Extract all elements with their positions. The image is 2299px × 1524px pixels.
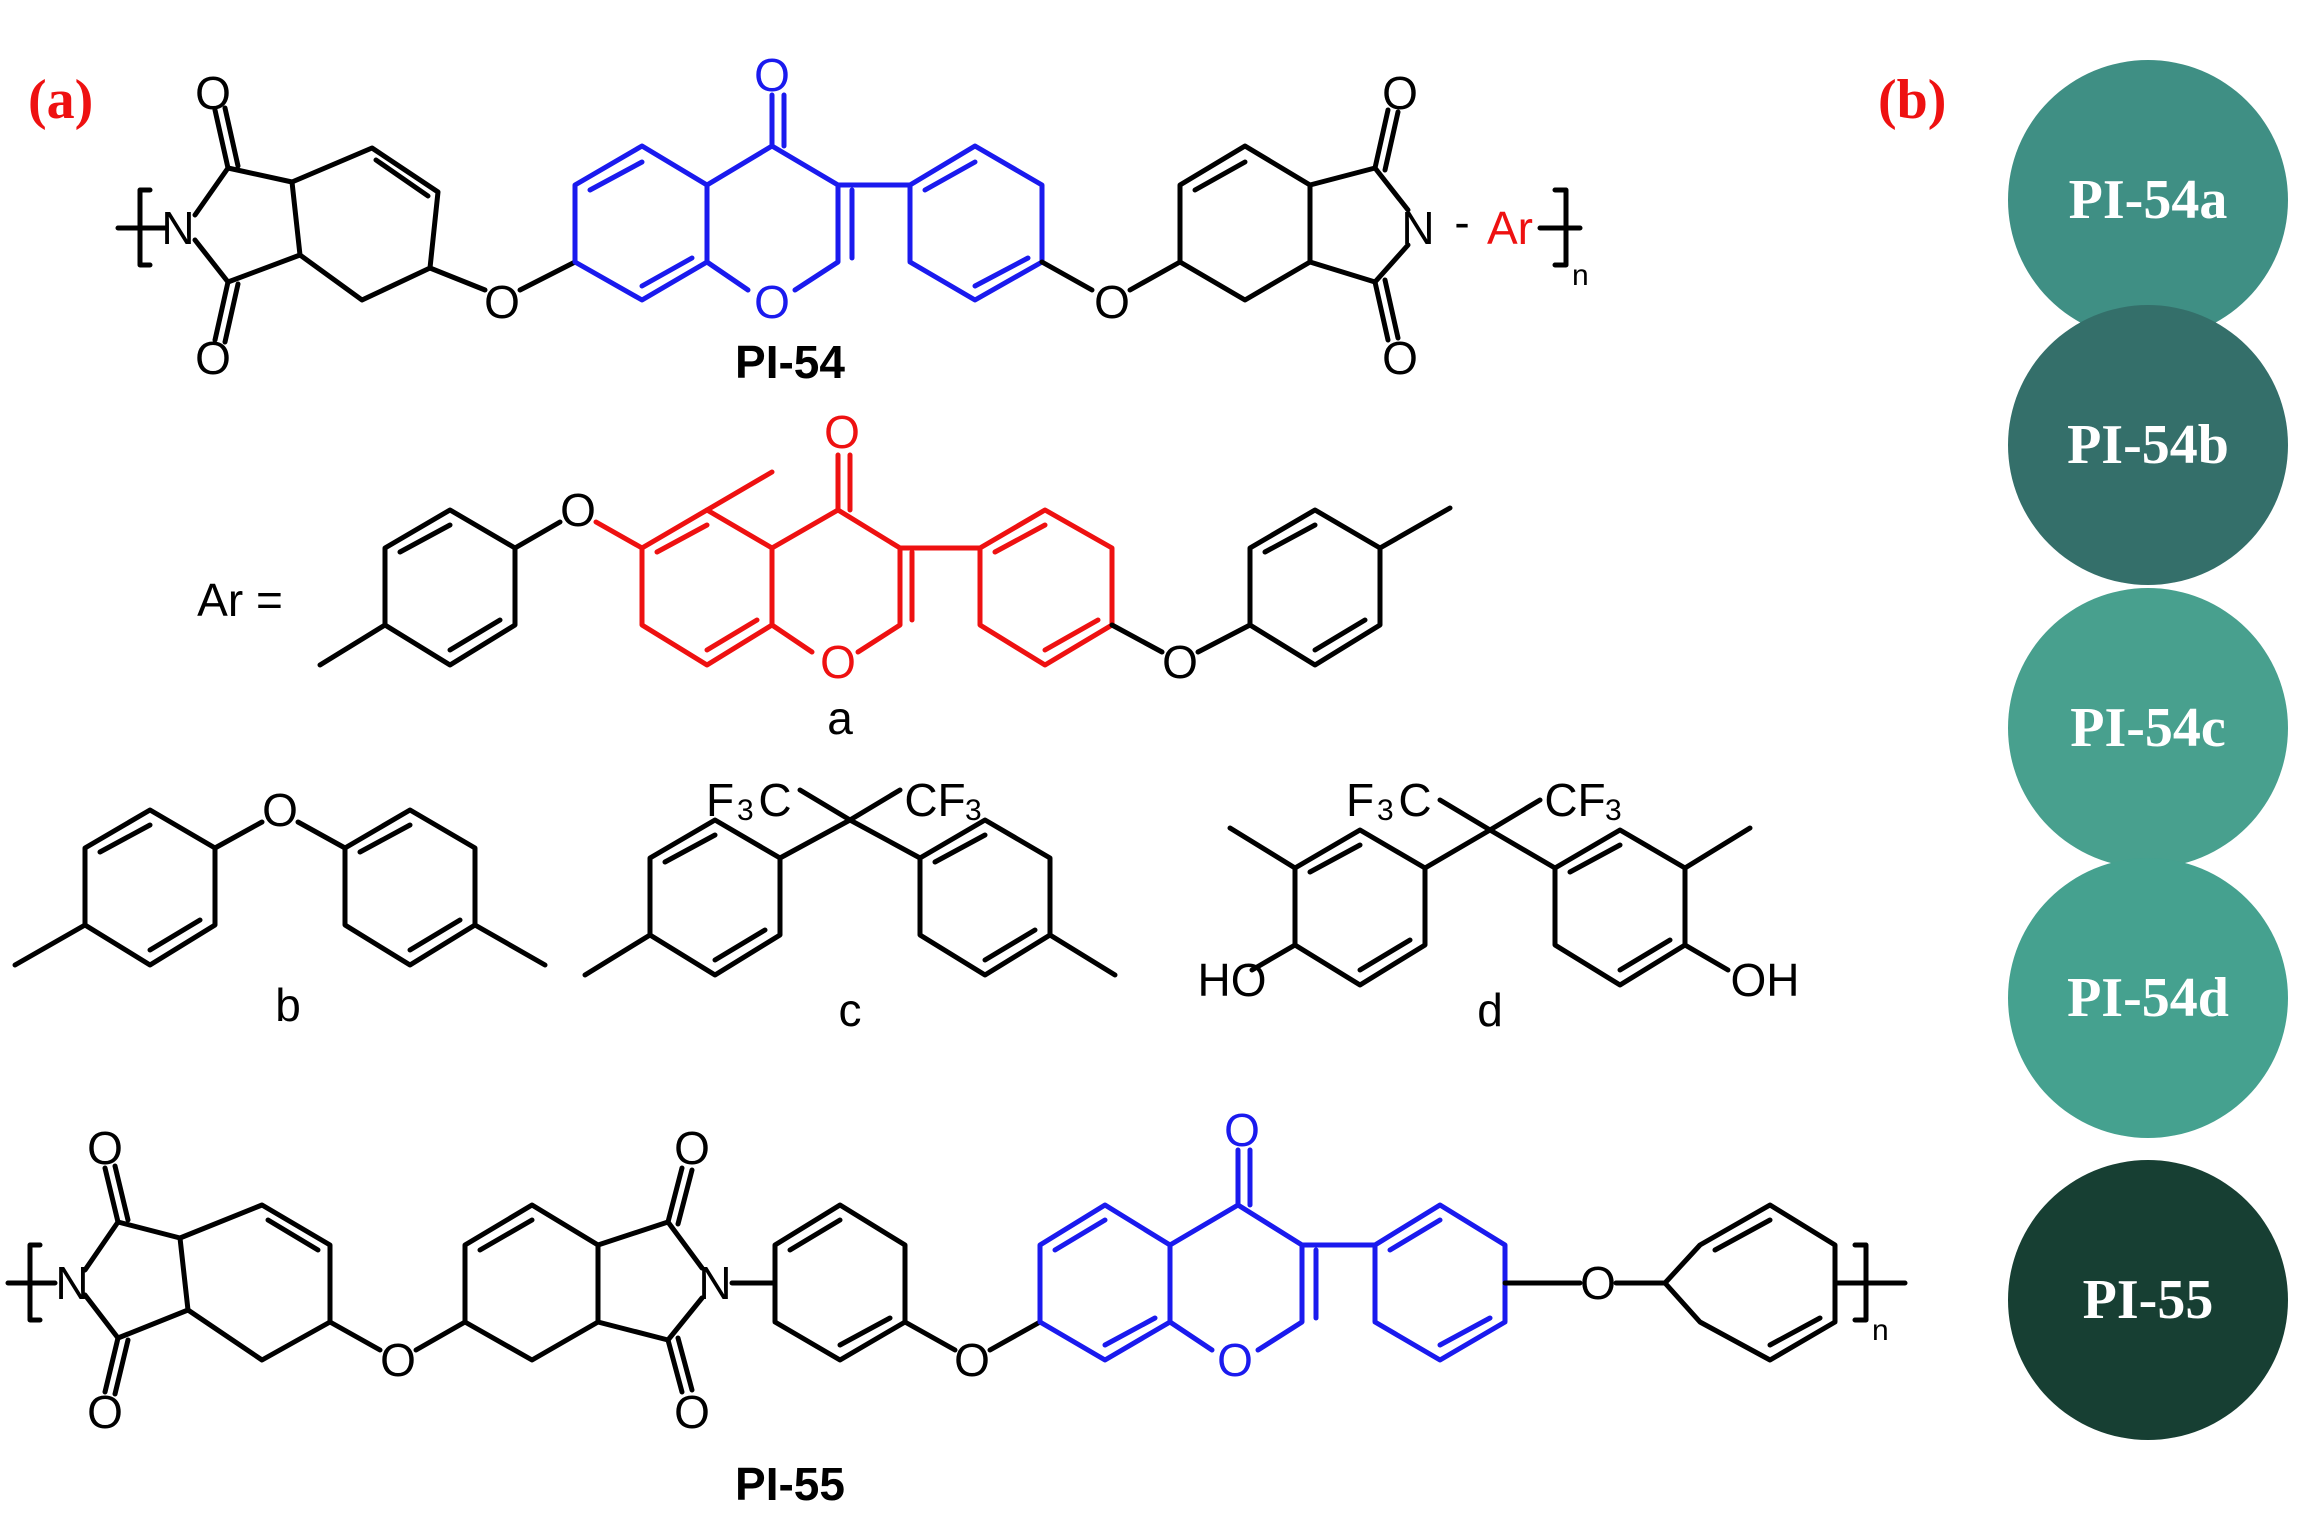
ar-label-b: b	[275, 979, 301, 1031]
ar-prefix: Ar =	[197, 574, 283, 626]
subscript-n: n	[1872, 1314, 1889, 1347]
ar-structure-a: Ar = O O O O a	[197, 406, 1453, 744]
film-disc	[2008, 858, 2288, 1138]
subscript-3: 3	[1377, 794, 1394, 827]
atom-c: C	[758, 774, 791, 826]
film-disc	[2008, 305, 2288, 585]
atom-n: N	[161, 202, 194, 254]
compound-label-pi54: PI-54	[735, 336, 845, 388]
subscript-n: n	[1572, 259, 1589, 292]
atom-o: O	[1217, 1334, 1253, 1386]
ar-label-a: a	[827, 692, 853, 744]
ar-label-c: c	[839, 984, 862, 1036]
compound-label-pi55: PI-55	[735, 1458, 845, 1510]
atom-o: O	[195, 332, 231, 384]
atom-o: O	[1382, 332, 1418, 384]
atom-cf: CF	[904, 774, 965, 826]
film-label: PI-54a	[2069, 169, 2228, 231]
subscript-3: 3	[1605, 794, 1622, 827]
atom-o: O	[754, 49, 790, 101]
pi54-structure: O N O O O O O O N O - Ar	[115, 49, 1589, 388]
atom-n: N	[1401, 202, 1434, 254]
atom-o: O	[87, 1122, 123, 1174]
film-disc	[2008, 60, 2288, 340]
ar-label-d: d	[1477, 984, 1503, 1036]
atom-cf: CF	[1544, 774, 1605, 826]
atom-o: O	[674, 1386, 710, 1438]
panel-label-a: (a)	[28, 69, 93, 131]
film-disc	[2008, 588, 2288, 868]
ar-structure-d: HO OH F 3 C CF 3 d	[1198, 774, 1800, 1036]
atom-f: F	[706, 774, 734, 826]
atom-o: O	[87, 1386, 123, 1438]
film-disc	[2008, 1160, 2288, 1440]
atom-o: O	[754, 276, 790, 328]
atom-n: N	[698, 1257, 731, 1309]
atom-o: O	[824, 406, 860, 458]
ar-structure-c: F 3 C CF 3 c	[582, 774, 1118, 1036]
atom-ho: HO	[1198, 954, 1267, 1006]
film-label: PI-54c	[2070, 697, 2226, 759]
subscript-3: 3	[737, 794, 754, 827]
film-label: PI-54b	[2067, 414, 2229, 476]
atom-o: O	[820, 636, 856, 688]
film-label: PI-54d	[2067, 967, 2229, 1029]
pi55-structure: O N O O O N O O O O	[5, 1104, 1908, 1510]
atom-o: O	[484, 276, 520, 328]
atom-o: O	[954, 1334, 990, 1386]
atom-o: O	[262, 784, 298, 836]
atom-o: O	[1094, 276, 1130, 328]
atom-o: O	[560, 484, 596, 536]
atom-o: O	[1580, 1257, 1616, 1309]
ar-structure-b: O b	[12, 784, 548, 1031]
atom-c: C	[1398, 774, 1431, 826]
atom-o: O	[1224, 1104, 1260, 1156]
film-label: PI-55	[2083, 1269, 2214, 1331]
atom-o: O	[195, 67, 231, 119]
atom-ar: Ar	[1487, 202, 1533, 254]
atom-n: N	[55, 1257, 88, 1309]
subscript-3: 3	[965, 794, 982, 827]
atom-o: O	[674, 1122, 710, 1174]
atom-dash: -	[1454, 196, 1469, 248]
atom-o: O	[1162, 636, 1198, 688]
atom-oh: OH	[1731, 954, 1800, 1006]
atom-o: O	[380, 1334, 416, 1386]
atom-f: F	[1346, 774, 1374, 826]
atom-o: O	[1382, 67, 1418, 119]
panel-label-b: (b)	[1878, 69, 1946, 131]
